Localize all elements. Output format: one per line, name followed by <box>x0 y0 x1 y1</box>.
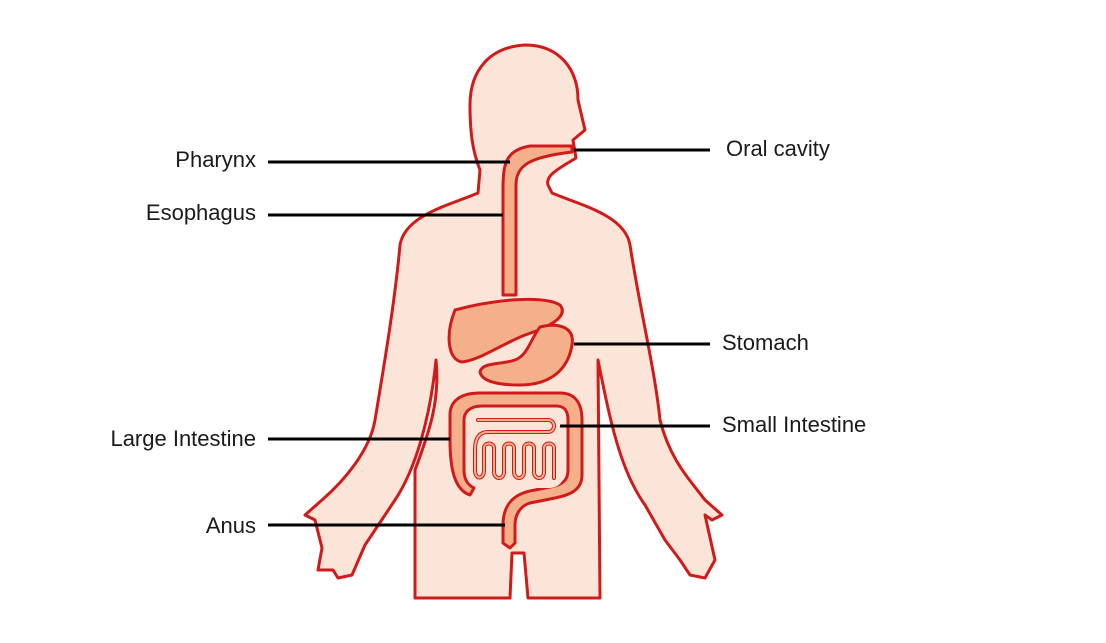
small-intestine-inner <box>474 419 555 479</box>
large-intestine-organ <box>448 391 584 550</box>
label-esophagus: Esophagus <box>145 200 256 225</box>
label-pharynx: Pharynx <box>175 147 256 172</box>
stomach-organ <box>478 323 574 387</box>
label-stomach: Stomach <box>722 330 809 355</box>
label-large-intestine: Large Intestine <box>110 426 256 451</box>
label-oral-cavity: Oral cavity <box>726 136 830 161</box>
label-small-intestine: Small Intestine <box>722 412 867 437</box>
liver <box>447 297 564 364</box>
label-anus: Anus <box>205 513 256 538</box>
